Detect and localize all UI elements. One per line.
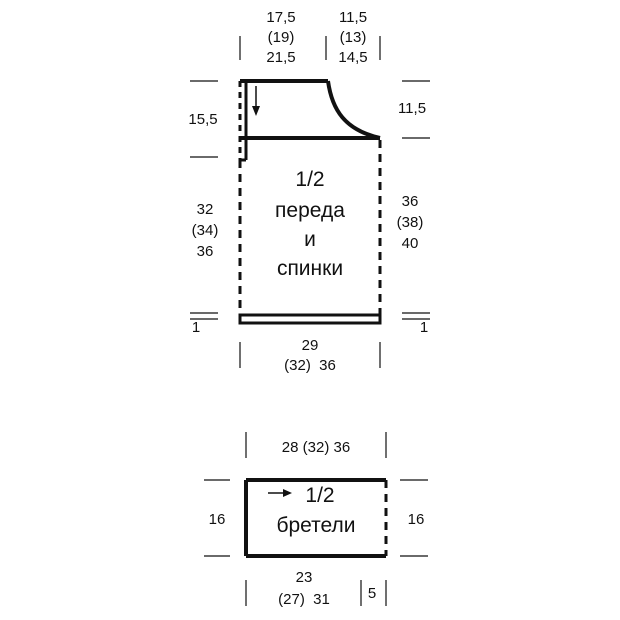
- top-left-width-2: (19): [268, 29, 295, 46]
- body-right-height-3: 40: [402, 235, 419, 252]
- strap-top-width: 28 (32) 36: [282, 439, 350, 456]
- body-left-height-2: (34): [192, 222, 219, 239]
- strap-left-height: 16: [209, 511, 226, 528]
- body-left-height-3: 36: [197, 243, 214, 260]
- top-left-width-1: 17,5: [266, 9, 295, 26]
- strap-arrow-head-icon: [283, 489, 292, 497]
- piece-label-1: 1/2: [295, 168, 324, 191]
- armhole-right-height: 11,5: [398, 100, 426, 117]
- front-back-piece: [238, 79, 382, 325]
- arrow-head-icon: [252, 106, 260, 116]
- body-right-height-2: (38): [397, 214, 424, 231]
- hem-left-height: 1: [192, 319, 200, 336]
- piece-label-4: спинки: [277, 257, 343, 280]
- front-back-dimension-lines: [190, 36, 430, 368]
- top-right-width-2: (13): [340, 29, 367, 46]
- piece-label-2: переда: [275, 199, 345, 222]
- body-left-height-1: 32: [197, 201, 214, 218]
- armhole-left-height: 15,5: [188, 111, 217, 128]
- top-right-width-3: 14,5: [338, 49, 367, 66]
- front-back-labels: 17,5 (19) 21,5 11,5 (13) 14,5 15,5 11,5 …: [188, 9, 428, 374]
- neckline-curve: [326, 80, 381, 140]
- hem-band: [238, 313, 382, 325]
- strap-bottom-width-2: (27) 31: [278, 591, 330, 608]
- strap-dimension-lines: [204, 432, 428, 606]
- strap-bottom-extra: 5: [368, 585, 376, 602]
- strap-bottom-width-1: 23: [296, 569, 313, 586]
- bottom-width-2: (32) 36: [284, 357, 336, 374]
- strap-label-2: бретели: [276, 514, 355, 537]
- top-left-width-3: 21,5: [266, 49, 295, 66]
- hem-right-height: 1: [420, 319, 428, 336]
- strap-label-1: 1/2: [305, 484, 334, 507]
- strap-right-height: 16: [408, 511, 425, 528]
- piece-label-3: и: [304, 228, 316, 251]
- strap-labels: 28 (32) 36 16 16 23 (27) 31 5 1/2 бретел…: [209, 439, 425, 608]
- body-right-height-1: 36: [402, 193, 419, 210]
- strap-piece: [244, 478, 388, 558]
- bottom-width-1: 29: [302, 337, 319, 354]
- top-right-width-1: 11,5: [339, 9, 367, 26]
